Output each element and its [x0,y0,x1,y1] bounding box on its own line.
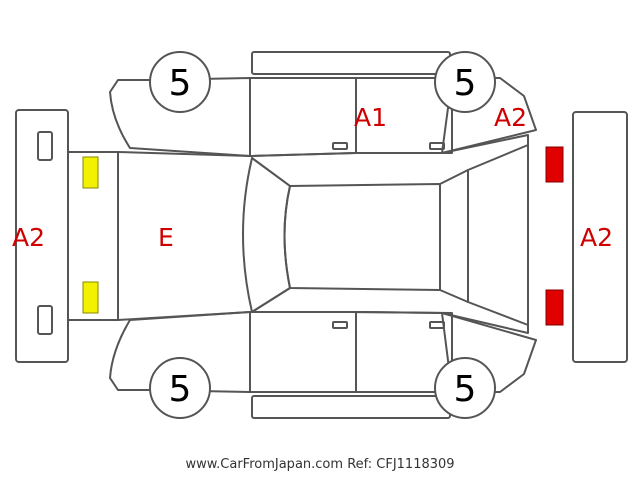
footer-ref: Ref: CFJ1118309 [347,457,455,472]
right-side-sill [251,51,451,75]
tire-front-right-value: 5 [169,63,192,104]
front-lamp-left [82,281,99,314]
tire-circle-rear-right [434,51,496,113]
right-rear-quarter-code: A2 [494,103,527,132]
rear-bumper-code: A2 [580,223,613,252]
rear-bumper-panel [572,111,628,363]
left-front-handle [332,321,348,329]
footer-caption: www.CarFromJapan.com Ref: CFJ1118309 [0,457,640,472]
rear-window [439,169,469,303]
tire-rear-left-value: 5 [454,369,477,410]
tire-front-left-value: 5 [169,369,192,410]
front-bumper-code: A2 [12,223,45,252]
left-side-sill [251,395,451,419]
front-bumper-slot-top [37,131,53,161]
right-front-handle [332,142,348,150]
left-rear-handle [429,321,445,329]
roof-right-code: A1 [354,103,387,132]
tire-circle-front-right [149,51,211,113]
rear-deck [467,144,529,326]
footer-site: www.CarFromJapan.com [185,457,344,472]
tire-rear-right-value: 5 [454,63,477,104]
left-front-door [249,311,357,393]
left-rear-door [355,311,453,393]
roof-line-top [251,157,291,187]
front-bumper-slot-bottom [37,305,53,335]
rear-lamp-right [545,146,564,183]
tire-circle-front-left [149,357,211,419]
right-front-door [249,77,357,157]
roof-line-bottom [251,287,291,313]
hood-code: E [158,223,174,252]
tire-circle-rear-left [434,357,496,419]
right-rear-handle [429,142,445,150]
rear-lamp-left [545,289,564,326]
front-lamp-right [82,156,99,189]
car-body-outline [67,134,529,334]
right-rear-door [355,77,453,154]
roof-panel [283,183,441,291]
